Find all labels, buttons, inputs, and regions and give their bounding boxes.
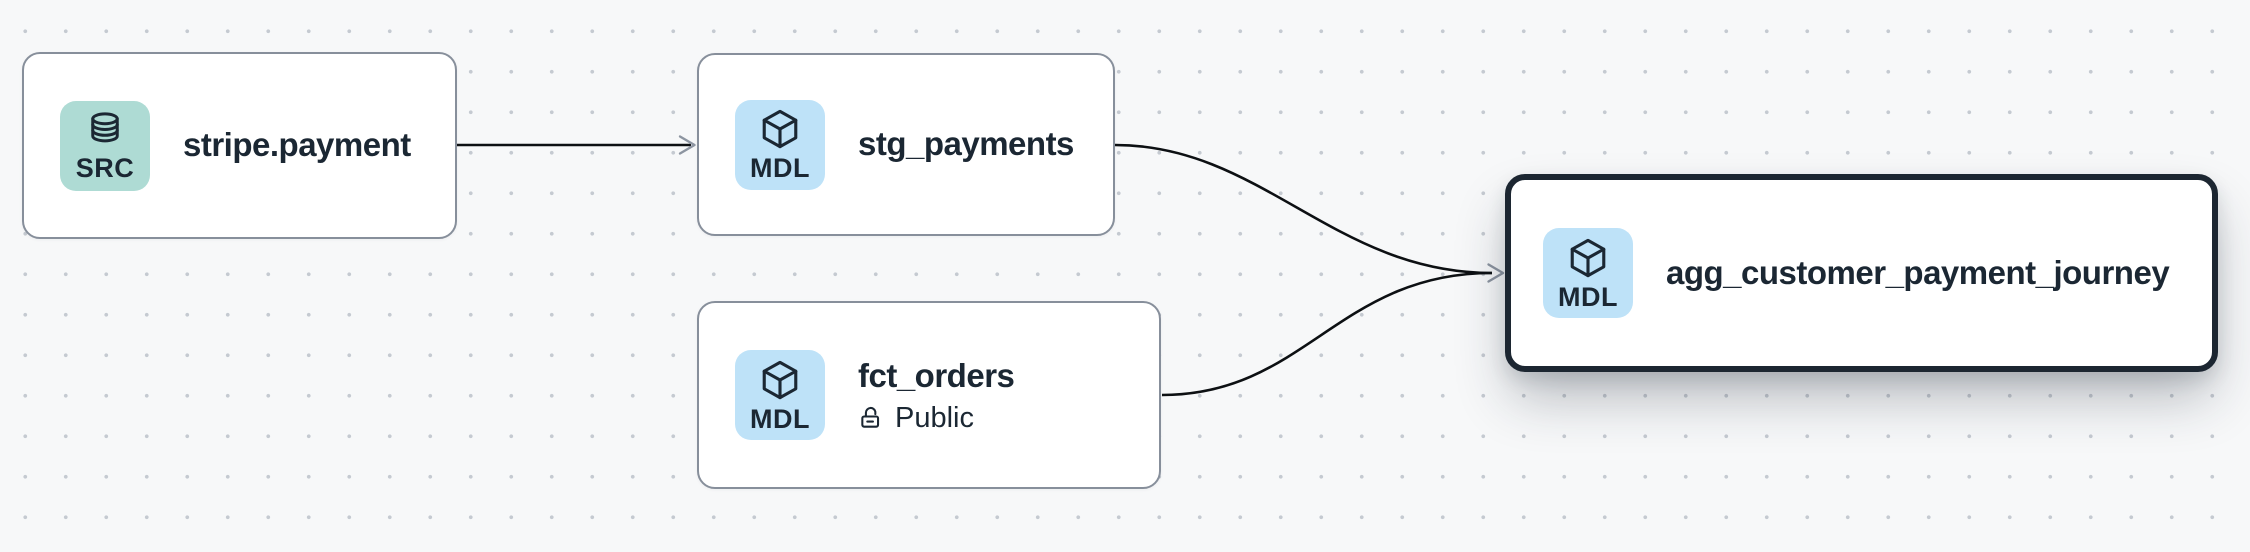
arrowhead-icon (1487, 263, 1505, 283)
lock-open-icon (861, 406, 880, 428)
node-fct-orders[interactable]: MDL fct_orders Public (697, 301, 1161, 489)
edge-stg-payments-to-agg-customer-payment-journey (1114, 143, 1493, 275)
node-title: fct_orders (858, 356, 1015, 394)
model-badge: MDL (735, 99, 825, 190)
cube-icon (1570, 238, 1606, 277)
badge-label: SRC (75, 153, 135, 183)
source-badge: SRC (60, 100, 150, 191)
node-title: stripe.payment (183, 126, 411, 164)
node-text: stripe.payment (183, 124, 411, 167)
node-title: agg_customer_payment_journey (1666, 253, 2170, 291)
cube-icon (762, 109, 798, 149)
access-row: Public (858, 401, 1014, 436)
access-label: Public (895, 401, 974, 434)
node-agg-customer-payment-journey[interactable]: MDL agg_customer_payment_journey (1505, 174, 2218, 372)
arrowhead-icon (678, 135, 696, 155)
node-title: stg_payments (858, 125, 1074, 163)
badge-label: MDL (750, 153, 810, 183)
model-badge: MDL (735, 350, 825, 440)
edge-fct-orders-to-agg-customer-payment-journey (1161, 271, 1493, 397)
database-icon (91, 112, 119, 143)
node-stripe-payment[interactable]: SRC stripe.payment (22, 52, 457, 239)
badge-label: MDL (1558, 281, 1618, 312)
node-text: agg_customer_payment_journey (1666, 252, 2170, 295)
model-badge: MDL (1543, 228, 1633, 318)
node-text: stg_payments (858, 123, 1074, 166)
badge-label: MDL (750, 403, 810, 434)
cube-icon (762, 360, 798, 399)
node-stg-payments[interactable]: MDL stg_payments (697, 53, 1115, 236)
node-text: fct_orders Public (858, 355, 1015, 436)
